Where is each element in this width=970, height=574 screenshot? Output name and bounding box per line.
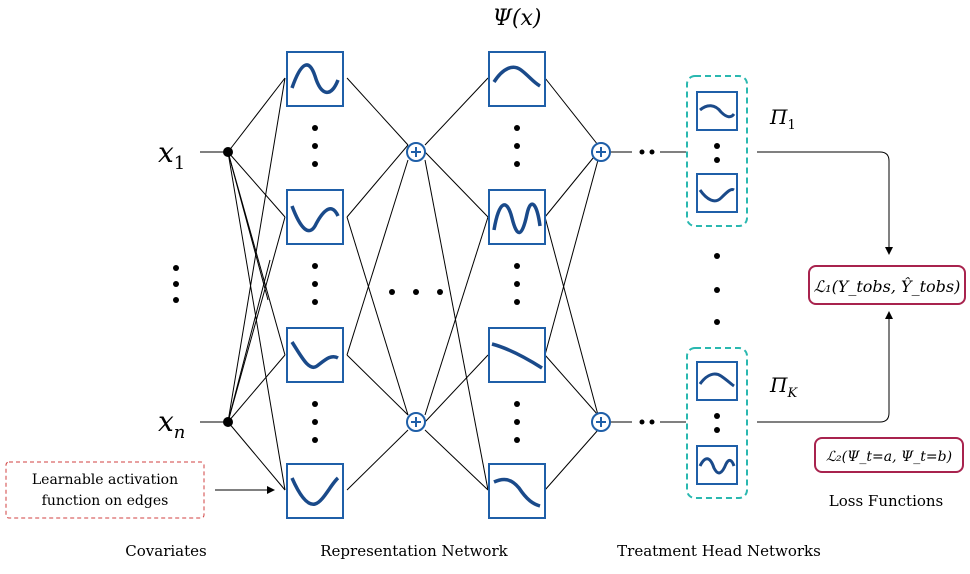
layer1-edges <box>346 77 686 491</box>
layer2-ellipses <box>514 125 520 443</box>
sum-node <box>591 142 611 162</box>
loss-box-1: ℒ₁(Y_tobs, Ŷ_tobs) <box>808 265 966 305</box>
head-label-pi1: Π1 <box>769 105 796 133</box>
sum-node <box>406 412 426 432</box>
sum-node <box>406 142 426 162</box>
activation-box <box>488 327 546 383</box>
layer1-activations <box>286 51 344 519</box>
layer1-ellipses <box>312 125 318 443</box>
loss-arrows <box>757 151 893 423</box>
layer2-activations <box>488 51 546 519</box>
input-edges <box>200 77 286 491</box>
section-representation: Representation Network <box>320 542 508 560</box>
diagram-title: Ψ(x) <box>493 6 542 31</box>
loss-box-2: ℒ₂(Ψ_t=a, Ψ_t=b) <box>814 437 964 473</box>
heads-ellipsis <box>714 253 720 325</box>
treatment-head-k <box>686 347 748 499</box>
input-node-xn <box>223 417 233 427</box>
input-label-x1: x1 <box>158 136 185 174</box>
section-treatment: Treatment Head Networks <box>617 542 821 560</box>
annotation-box: Learnable activation function on edges <box>5 461 205 519</box>
annotation-line1: Learnable activation <box>32 472 178 488</box>
layer-ellipsis <box>389 289 443 295</box>
activation-box <box>286 463 344 519</box>
svg-text:ℒ₁(Y_tobs, Ŷ_tobs): ℒ₁(Y_tobs, Ŷ_tobs) <box>814 276 961 296</box>
annotation-line2: function on edges <box>42 493 169 509</box>
input-label-xn: xn <box>158 405 185 443</box>
loss-caption: Loss Functions <box>829 492 944 510</box>
activation-box <box>286 51 344 107</box>
head-label-pik: ΠK <box>769 373 798 401</box>
activation-box <box>488 463 546 519</box>
activation-box <box>286 189 344 245</box>
activation-box <box>488 51 546 107</box>
head-connector-dots <box>639 149 655 425</box>
activation-box <box>286 327 344 383</box>
input-node-x1 <box>223 147 233 157</box>
section-covariates: Covariates <box>125 542 206 560</box>
treatment-head-1 <box>686 75 748 227</box>
activation-box <box>488 189 546 245</box>
sum-node <box>591 412 611 432</box>
svg-text:ℒ₂(Ψ_t=a, Ψ_t=b): ℒ₂(Ψ_t=a, Ψ_t=b) <box>826 449 952 465</box>
input-ellipsis <box>173 265 179 303</box>
